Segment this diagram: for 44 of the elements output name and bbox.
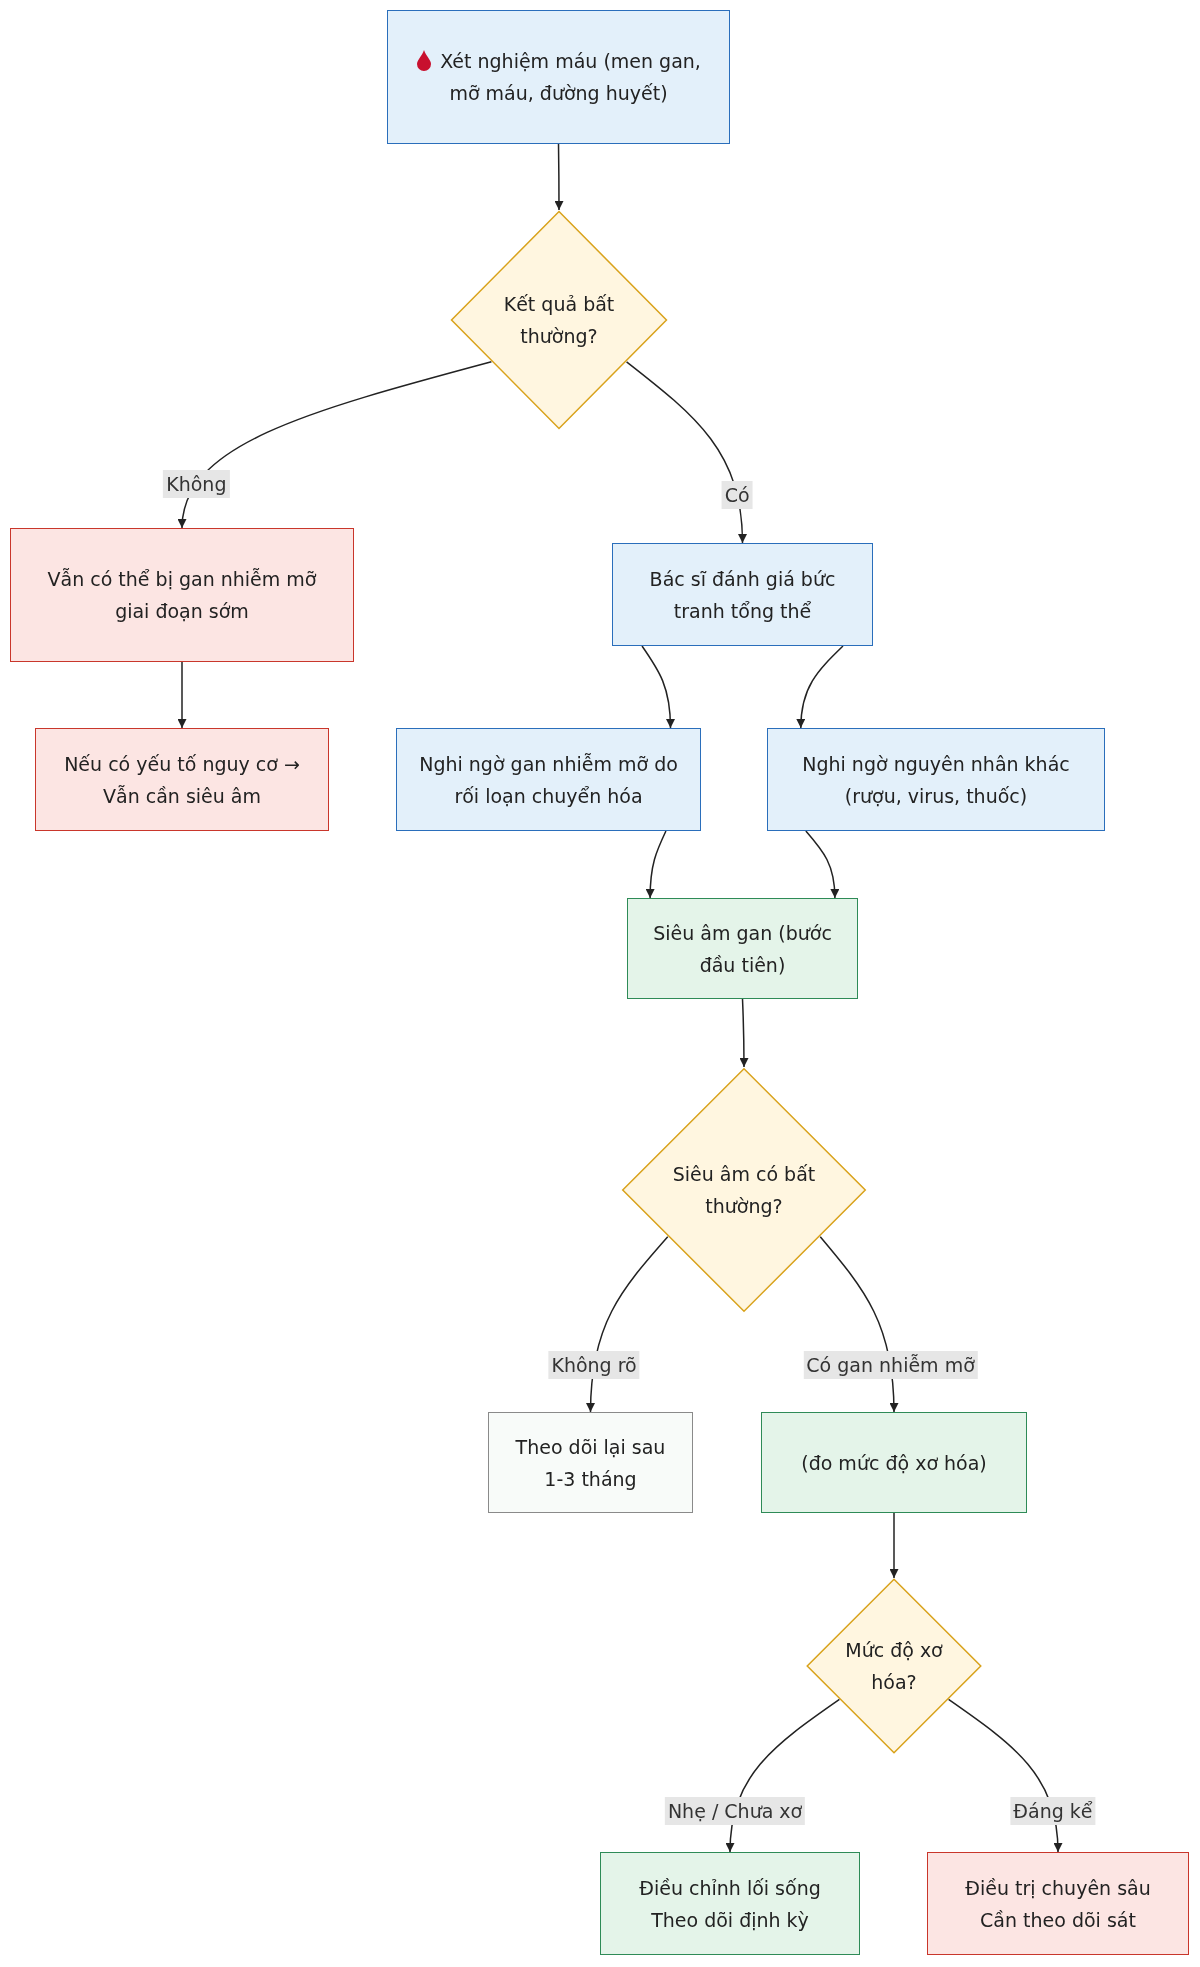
edge-label: Không rõ xyxy=(548,1351,640,1380)
node-label: Siêu âm có bất thường? xyxy=(672,1163,816,1217)
edge-label: Nhẹ / Chưa xơ xyxy=(664,1797,806,1826)
arrow xyxy=(645,830,667,899)
node-label: Điều trị chuyên sâu Cần theo dõi sát xyxy=(965,1876,1151,1931)
arrow xyxy=(889,1512,899,1579)
decision-diamond xyxy=(450,210,668,430)
node-label: Nếu có yếu tố nguy cơ → Vẫn cần siêu âm xyxy=(64,752,300,807)
node-label: Theo dõi lại sau 1-3 tháng xyxy=(515,1435,666,1490)
process-box xyxy=(767,728,1105,831)
result-box xyxy=(600,1852,860,1955)
warning-box xyxy=(927,1852,1189,1955)
arrow xyxy=(178,361,493,529)
arrow xyxy=(625,361,747,544)
arrow xyxy=(796,645,844,729)
edge-label: Đáng kể xyxy=(1010,1797,1096,1826)
node-label: Kết quả bất thường? xyxy=(503,293,615,347)
process-box xyxy=(396,728,701,831)
warning-box xyxy=(35,728,329,831)
node-label: (đo mức độ xơ hóa) xyxy=(801,1451,987,1474)
node-label: Vẫn có thể bị gan nhiễm mỡ giai đoạn sớm xyxy=(47,568,317,622)
arrow xyxy=(554,143,564,211)
edge-label: Có gan nhiễm mỡ xyxy=(803,1351,978,1380)
node-label: Điều chỉnh lối sống Theo dõi định kỳ xyxy=(639,1876,821,1931)
process-box xyxy=(488,1412,693,1513)
decision-diamond xyxy=(806,1578,982,1754)
node-label: Mức độ xơ hóa? xyxy=(845,1639,943,1693)
node-label: Nghi ngờ gan nhiễm mỡ do rối loạn chuyển hóa xyxy=(419,752,678,807)
node-label: Xét nghiệm máu (men gan, mỡ máu, đường huyết) xyxy=(440,50,701,104)
process-box xyxy=(387,10,730,144)
decision-diamond xyxy=(621,1067,867,1313)
arrow xyxy=(641,645,675,729)
arrow xyxy=(177,661,187,729)
result-box xyxy=(627,898,858,999)
result-box xyxy=(761,1412,1027,1513)
node-label: Bác sĩ đánh giá bức tranh tổng thể xyxy=(649,567,836,622)
edge-label: Có xyxy=(721,480,753,509)
warning-box xyxy=(10,528,354,662)
edge-label: Không xyxy=(163,469,230,498)
node-label: Siêu âm gan (bước đầu tiên) xyxy=(653,921,832,976)
node-label: Nghi ngờ nguyên nhân khác (rượu, virus, thuốc) xyxy=(802,752,1070,807)
process-box xyxy=(612,543,873,646)
arrow xyxy=(805,830,840,899)
arrow xyxy=(739,998,749,1068)
